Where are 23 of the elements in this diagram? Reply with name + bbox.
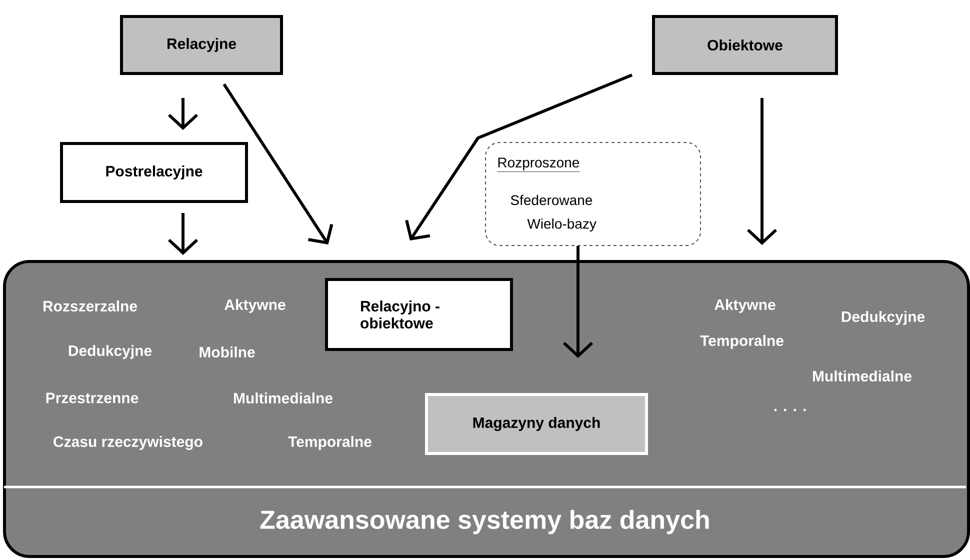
category-label: Aktywne bbox=[224, 299, 286, 313]
category-box: Obiektowe bbox=[652, 15, 838, 75]
category-box: Relacyjno - obiektowe bbox=[325, 278, 513, 351]
arrow bbox=[562, 246, 594, 358]
category-label: Aktywne bbox=[714, 299, 776, 313]
arrow bbox=[746, 98, 778, 245]
category-label: Multimedialne bbox=[234, 392, 332, 404]
category-label: Dedukcyjne bbox=[842, 311, 925, 325]
category-box: Magazyny danych bbox=[425, 393, 648, 455]
category-label: Mobilne bbox=[200, 346, 255, 358]
category-label: Rozszerzalne bbox=[44, 300, 137, 312]
group-box: Rozproszone Sfederowane Wielo-bazy bbox=[485, 142, 701, 246]
category-label: Temporalne bbox=[700, 335, 784, 349]
arrow bbox=[405, 74, 633, 241]
category-box: Relacyjne bbox=[120, 15, 283, 75]
arrow bbox=[222, 83, 334, 244]
category-box: Postrelacyjne bbox=[60, 142, 248, 203]
category-label: . . . . bbox=[774, 408, 806, 412]
category-label: Przestrzenne bbox=[46, 392, 138, 404]
category-label: Dedukcyjne bbox=[68, 345, 152, 359]
category-label: Temporalne bbox=[288, 436, 372, 450]
category-label: Czasu rzeczywistego bbox=[54, 436, 202, 450]
category-label: Multimedialne bbox=[813, 370, 912, 382]
